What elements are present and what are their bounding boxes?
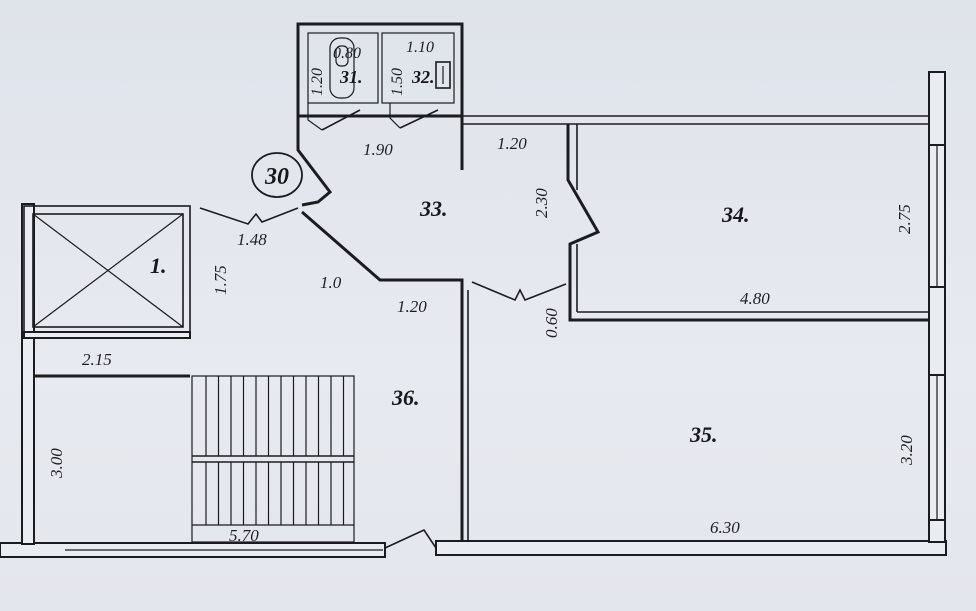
dim-230: 2.30 [532,188,551,218]
room-31-box [307,32,379,104]
dim-175: 1.75 [211,265,230,295]
corridor-lower-wall [301,210,464,540]
room-35-label: 35. [689,422,718,447]
dim-320: 3.20 [897,435,916,466]
dim-120-hall: 1.20 [397,297,427,316]
dim-148: 1.48 [237,230,267,249]
marker-30-circle [251,152,303,198]
room-34-label: 34. [721,202,750,227]
dim-275: 2.75 [895,204,914,234]
bathroom-block [296,22,464,118]
toilet-box [435,61,451,89]
room-1-label: 1. [150,253,167,278]
dim-480: 4.80 [740,289,770,308]
dim-570: 5.70 [229,526,259,545]
staircase [191,375,355,543]
corridor-left-wall [296,116,333,207]
dim-060: 0.60 [542,308,561,338]
dim-120-bath: 1.20 [309,68,326,96]
door-35 [471,281,567,302]
bottom-wall-right [435,540,947,556]
elevator-cross-2 [32,213,184,328]
door-31 [321,109,361,131]
left-wall [21,203,35,545]
door-32-jamb [389,103,401,129]
door-32 [399,109,439,129]
bathtub [329,37,355,99]
room-33-label: 33. [419,196,448,221]
bathtub-inner [335,45,349,67]
room-36-label: 36. [391,385,420,410]
dim-300: 3.00 [47,448,66,479]
dim-110: 1.10 [406,39,434,56]
room-34-left-wall [566,124,930,322]
marker-30-label: 30 [264,164,289,190]
door-31-jamb [307,103,323,131]
elevator-shaft-inner [32,213,184,328]
entry-door [199,207,299,225]
elevator-base [23,331,191,339]
dim-190: 1.90 [363,140,393,159]
room-31-label: 31. [339,67,363,87]
dim-150: 1.50 [389,68,406,96]
dim-215: 2.15 [82,350,112,369]
exit-door [384,528,437,549]
dim-10: 1.0 [320,273,342,292]
dim-630: 6.30 [710,518,740,537]
room-32-label: 32. [411,67,435,87]
room-32-box [381,32,455,104]
dim-080: 0.80 [333,45,361,62]
dim-120-corridor: 1.20 [497,134,527,153]
